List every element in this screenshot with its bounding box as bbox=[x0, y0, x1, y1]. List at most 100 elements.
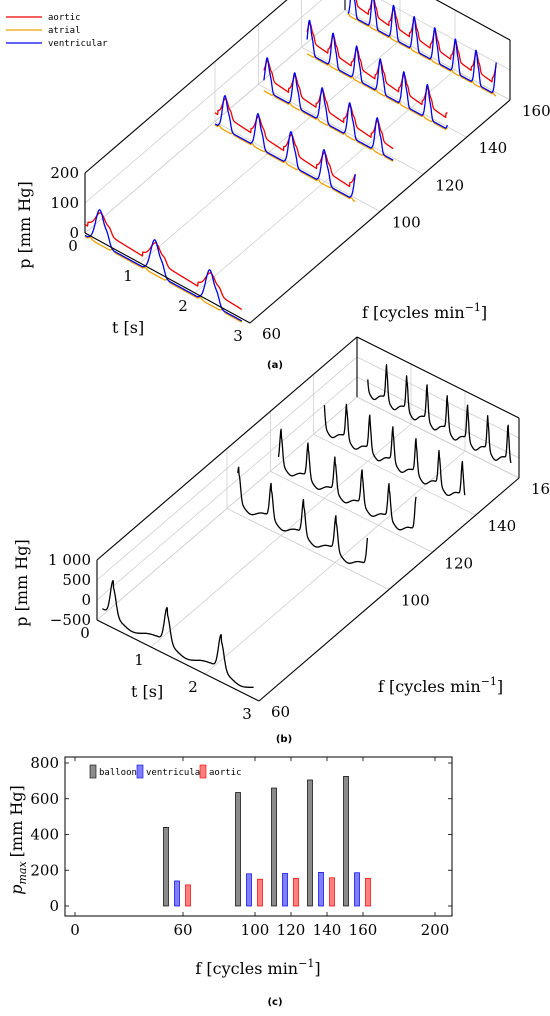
pressure-curve-ventricular-160 bbox=[347, 0, 497, 94]
panel-a-xlabel: t [s] bbox=[112, 318, 144, 337]
panel-b-curves bbox=[102, 364, 512, 688]
y-tick-label: 100 bbox=[50, 194, 79, 212]
pressure-curve-balloon-160 bbox=[367, 364, 512, 464]
pressure-curve-balloon-140 bbox=[323, 403, 466, 497]
bar-balloon-140 bbox=[307, 779, 313, 907]
panel-b-frame bbox=[96, 477, 520, 702]
pressure-curve-atrial-100 bbox=[214, 124, 356, 203]
f-tick-label: 140 bbox=[479, 139, 508, 157]
frame-edge bbox=[96, 619, 260, 702]
pressure-curve-atrial-60 bbox=[84, 236, 243, 323]
y-tick-label: 600 bbox=[30, 790, 59, 808]
bar-aortic-140 bbox=[329, 877, 335, 907]
sidewall-grid-p bbox=[96, 356, 358, 581]
panel-c-xlabel-sup: −1 bbox=[298, 957, 314, 970]
pressure-curve-balloon-100 bbox=[237, 466, 369, 564]
panel-b-zlabel-main: f [cycles min bbox=[378, 677, 481, 696]
bar-ventricular-100 bbox=[246, 873, 252, 907]
x-tick-label: 140 bbox=[313, 921, 342, 939]
floor-grid-f bbox=[226, 508, 390, 590]
f-tick-label: 120 bbox=[435, 176, 464, 194]
pressure-curve-aortic-160 bbox=[355, 0, 497, 83]
panel-a-zlabel-close: ] bbox=[481, 303, 487, 322]
legend-label-balloon: balloon bbox=[99, 768, 137, 778]
sidewall-grid-p bbox=[84, 0, 323, 204]
x-tick-label: 3 bbox=[233, 327, 243, 345]
f-tick-label: 160 bbox=[522, 102, 550, 120]
panel-a-z-ticks: 60 100 120 140 160 bbox=[262, 102, 550, 343]
legend-label-atrial: atrial bbox=[48, 26, 81, 36]
pressure-curve-aortic-60 bbox=[84, 212, 243, 310]
legend-label-aortic-bar: aortic bbox=[209, 768, 242, 778]
caption-a: (a) bbox=[267, 360, 283, 371]
panel-b-xlabel: t [s] bbox=[131, 682, 163, 701]
panel-a-zlabel-main: f [cycles min bbox=[362, 303, 465, 322]
sidewall-grid-p bbox=[84, 9, 346, 234]
panel-c-frame bbox=[64, 756, 453, 917]
x-tick-label: 1 bbox=[123, 267, 133, 285]
legend-label-ventricular-bar: ventricular bbox=[146, 768, 206, 778]
floor-grid-f bbox=[301, 46, 467, 138]
bar-aortic-160 bbox=[365, 877, 371, 907]
bar-balloon-100 bbox=[235, 792, 241, 907]
y-tick-label: 500 bbox=[62, 571, 91, 589]
panel-b-zlabel-sup: −1 bbox=[481, 675, 497, 688]
backwall-grid-p bbox=[356, 356, 520, 439]
pressure-curve-balloon-120 bbox=[277, 428, 417, 531]
sidewall-grid-p bbox=[96, 376, 358, 601]
backwall-grid-p bbox=[356, 396, 520, 479]
pressure-curve-atrial-140 bbox=[306, 53, 448, 131]
bar-ventricular-120 bbox=[282, 873, 288, 907]
legend-label-ventricular: ventricular bbox=[48, 39, 108, 49]
x-tick-label: 200 bbox=[421, 921, 450, 939]
panel-b-zlabel: f [cycles min−1] bbox=[378, 675, 503, 696]
f-tick-label: 60 bbox=[262, 325, 281, 343]
x-tick-label: 0 bbox=[80, 624, 90, 642]
f-tick-label: 100 bbox=[392, 214, 421, 232]
pressure-curve-atrial-160 bbox=[347, 13, 497, 97]
panel-a-legend: aortic atrial ventricular bbox=[6, 13, 108, 49]
x-tick-label: 3 bbox=[242, 705, 252, 723]
bar-balloon-160 bbox=[343, 776, 349, 907]
caption-b: (b) bbox=[276, 734, 292, 745]
x-tick-label: 0 bbox=[70, 921, 80, 939]
x-tick-label: 100 bbox=[241, 921, 270, 939]
panel-a-curves bbox=[84, 0, 497, 323]
x-tick-label: 120 bbox=[277, 921, 306, 939]
x-tick-label: 60 bbox=[173, 921, 192, 939]
floor-grid-f bbox=[313, 433, 476, 516]
y-tick-label: 200 bbox=[50, 164, 79, 182]
panel-b-zlabel-close: ] bbox=[497, 677, 503, 696]
frame-edge bbox=[435, 0, 511, 41]
frame-edge bbox=[84, 232, 251, 324]
floor-grid-f bbox=[258, 83, 424, 175]
panel-b-ylabel: p [mm Hg] bbox=[12, 539, 31, 626]
panel-c-xlabel: f [cycles min−1] bbox=[195, 957, 320, 978]
legend-label-aortic: aortic bbox=[48, 13, 81, 23]
panel-c-legend: balloon ventricular aortic bbox=[89, 764, 242, 779]
pressure-curve-aortic-120 bbox=[263, 60, 394, 150]
pressure-curve-ventricular-60 bbox=[84, 209, 243, 322]
panel-a-y-ticks: 0 100 200 bbox=[50, 164, 79, 242]
floor-grid-f bbox=[270, 470, 433, 553]
y-tick-label: 0 bbox=[49, 897, 59, 915]
f-tick-label: 100 bbox=[401, 592, 430, 610]
panel-c-xlabel-main: f [cycles min bbox=[195, 959, 298, 978]
y-tick-label: 1 000 bbox=[48, 551, 91, 569]
x-tick-label: 1 bbox=[134, 651, 144, 669]
panel-a-frame bbox=[84, 99, 511, 324]
bar-ventricular-160 bbox=[354, 872, 360, 907]
f-tick-label: 160 bbox=[531, 480, 550, 498]
y-tick-label: 0 bbox=[69, 224, 79, 242]
panel-c-xlabel-close: ] bbox=[314, 959, 320, 978]
f-tick-label: 140 bbox=[488, 517, 517, 535]
x-tick-label: 0 bbox=[68, 237, 78, 255]
legend-swatch-balloon bbox=[89, 764, 97, 779]
pressure-curve-balloon-60 bbox=[102, 580, 254, 688]
panel-a-ylabel: p [mm Hg] bbox=[15, 181, 34, 268]
